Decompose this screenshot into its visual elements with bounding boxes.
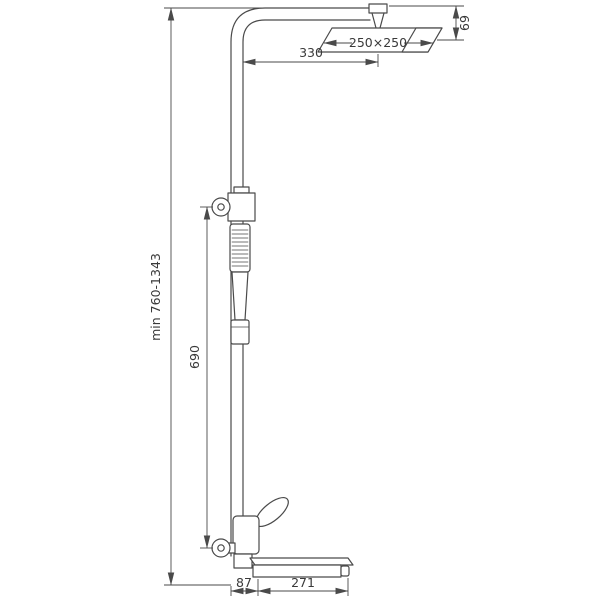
riser-pipe xyxy=(230,7,371,557)
dim-slider-travel: 690 xyxy=(187,206,213,549)
hand-shower-spray-grid xyxy=(231,229,249,267)
ball-joint-stem xyxy=(371,12,385,29)
hand-shower-face xyxy=(229,223,251,273)
dim-arm-reach-label: 330 xyxy=(299,45,323,60)
dim-riser-height-label: min 760-1343 xyxy=(148,253,163,341)
riser-pipe-inner-line xyxy=(242,19,371,557)
diverter-block xyxy=(233,553,253,569)
slide-bracket xyxy=(211,186,256,222)
bracket-knob-center xyxy=(217,203,225,211)
bracket-cap xyxy=(233,186,250,194)
ball-joint-nut xyxy=(368,3,388,14)
dim-head-size-label: 250×250 xyxy=(349,35,407,50)
mixer-valve xyxy=(211,496,289,569)
dim-spout-offset-label: 87 xyxy=(236,575,252,590)
dim-head-height: 69 xyxy=(389,5,472,41)
tub-spout xyxy=(249,557,354,578)
hand-shower-end-block xyxy=(230,319,250,345)
mixer-knob-center xyxy=(217,544,225,552)
spout-tip xyxy=(340,565,350,577)
spout-shelf xyxy=(249,557,354,566)
dim-spout-reach-label: 271 xyxy=(291,575,315,590)
ball-joint xyxy=(368,3,388,29)
hand-shower xyxy=(229,223,251,345)
hand-shower-handle xyxy=(231,271,249,321)
dim-head-height-label: 69 xyxy=(457,15,472,31)
dim-arm-reach: 330 xyxy=(242,45,379,67)
rain-shower-head xyxy=(317,27,443,53)
dim-head-size: 250×250 xyxy=(323,35,434,50)
dim-riser-height: min 760-1343 xyxy=(148,7,265,586)
dim-slider-travel-label: 690 xyxy=(187,345,202,369)
dim-spout: 87 271 xyxy=(230,575,349,596)
riser-pipe-outer-line xyxy=(230,7,371,557)
bracket-block xyxy=(227,192,256,222)
mixer-body xyxy=(232,515,260,555)
